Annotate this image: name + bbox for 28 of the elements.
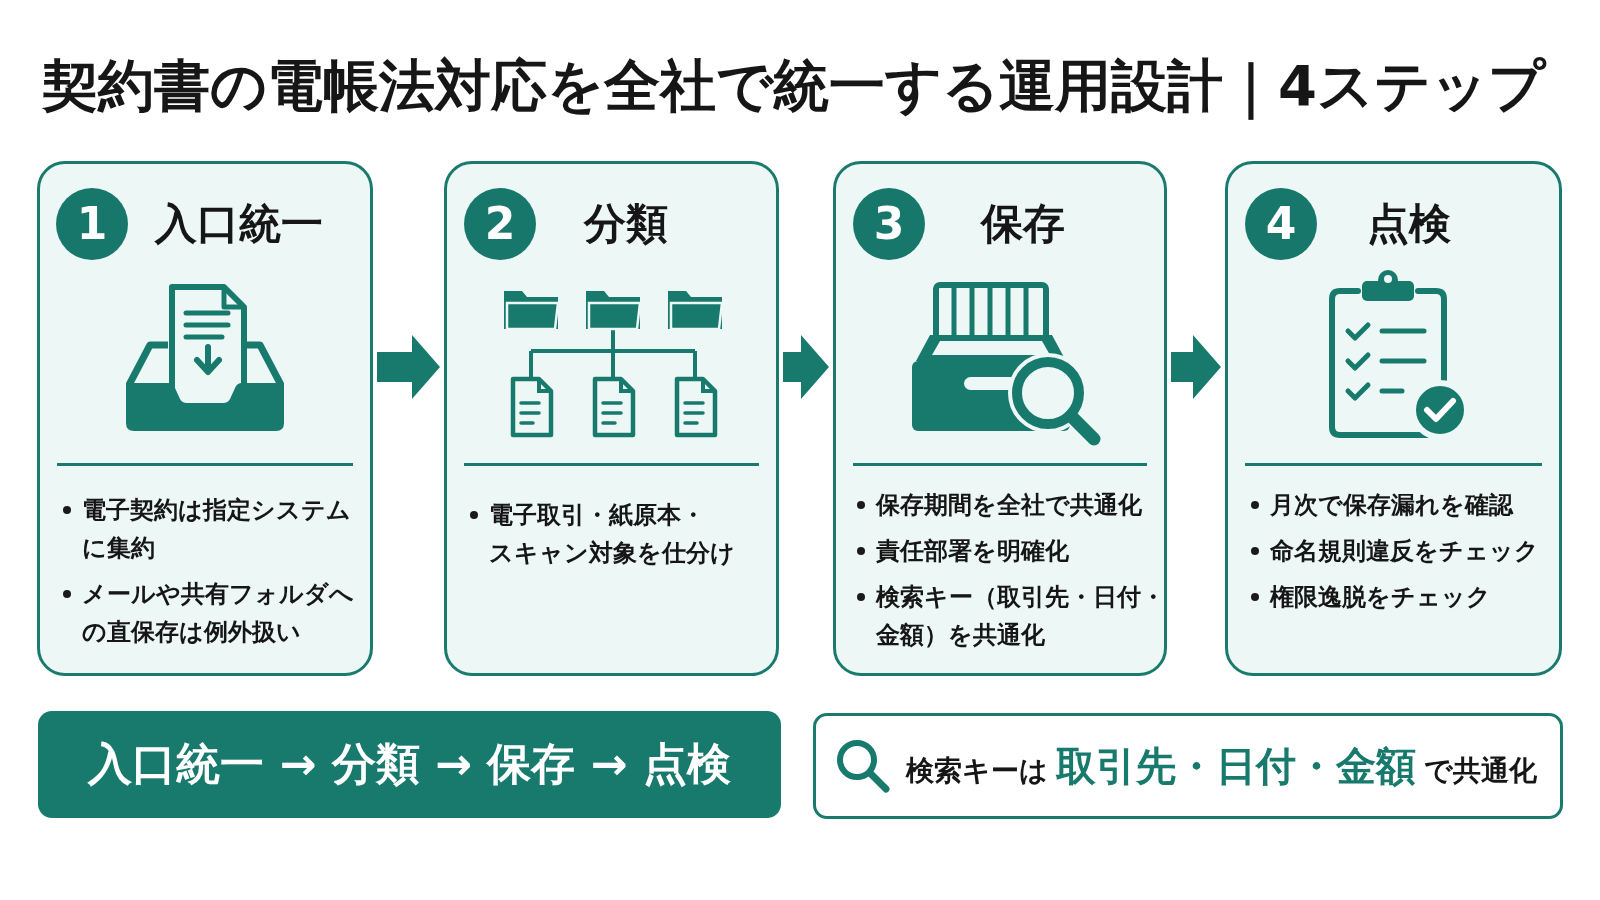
- search-note-box: [813, 713, 1563, 819]
- bullet-text: 保存期間を全社で共通化: [876, 490, 1143, 521]
- number-badge: 1: [56, 188, 128, 260]
- bullet-text: 電子取引・紙原本・スキャン対象を仕分け: [489, 500, 736, 569]
- step-card: [833, 161, 1167, 676]
- step-heading: 点検: [1367, 199, 1451, 249]
- bullet-text: 月次で保存漏れを確認: [1270, 490, 1515, 521]
- number-badge: 4: [1245, 188, 1317, 260]
- bullet-text: 検索キー（取引先・日付・金額）を共通化: [876, 582, 1166, 651]
- step-heading: 入口統一: [155, 199, 323, 249]
- arrow: [1171, 335, 1221, 399]
- number-badge: 3: [853, 188, 925, 260]
- step-card: [1225, 161, 1562, 676]
- bullet-text: 権限逸脱をチェック: [1270, 582, 1492, 613]
- step-card: [444, 161, 779, 676]
- bullet-text: 命名規則違反をチェック: [1270, 536, 1540, 567]
- step-heading: 分類: [584, 199, 668, 249]
- summary-banner: 入口統一 → 分類 → 保存 → 点検: [38, 711, 781, 818]
- arrow: [377, 335, 440, 399]
- number-badge: 2: [464, 188, 536, 260]
- bullet-text: 責任部署を明確化: [876, 536, 1070, 567]
- search-note: 検索キーは取引先・日付・金額で共通化: [906, 742, 1537, 791]
- step-card: [37, 161, 373, 676]
- arrow: [783, 335, 829, 399]
- bullet-text: 電子契約は指定システムに集約: [82, 495, 352, 564]
- bullet-text: メールや共有フォルダへの直保存は例外扱い: [82, 579, 355, 648]
- step-heading: 保存: [981, 199, 1065, 249]
- diagram-title: 契約書の電帳法対応を全社で統一する運用設計｜4ステップ: [42, 52, 1545, 122]
